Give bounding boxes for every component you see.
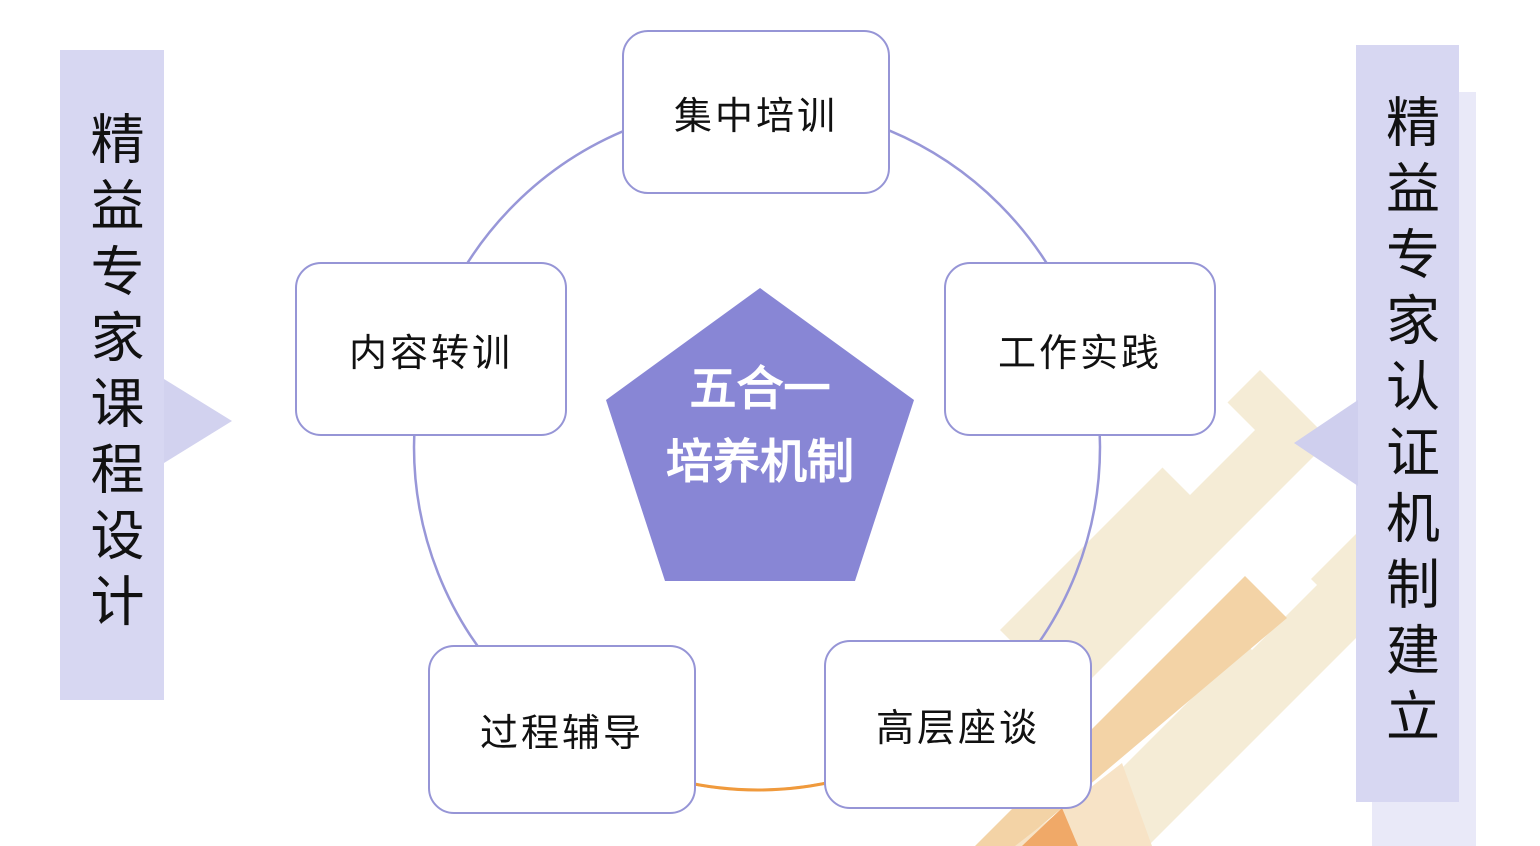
node-label: 集中培训 <box>673 95 838 138</box>
node-label: 工作实践 <box>997 332 1162 375</box>
watermark-band <box>1000 370 1330 700</box>
left-banner-label: 精益专家课程设计 <box>82 111 142 639</box>
pentagon-shape <box>606 288 914 581</box>
left-arrow-icon <box>1294 400 1358 486</box>
left-banner: 精益专家课程设计 <box>60 50 164 700</box>
pentagon-line2: 培养机制 <box>666 435 854 488</box>
node-label: 过程辅导 <box>479 713 644 755</box>
node-content-retraining: 内容转训 <box>295 262 567 436</box>
pentagon-line1: 五合一 <box>689 362 831 415</box>
node-executive-forum: 高层座谈 <box>824 640 1092 809</box>
node-work-practice: 工作实践 <box>944 262 1216 436</box>
node-label: 高层座谈 <box>875 708 1040 750</box>
watermark-band <box>1060 530 1412 846</box>
right-banner-label: 精益专家认证机制建立 <box>1377 93 1438 754</box>
right-banner: 精益专家认证机制建立 <box>1356 45 1459 802</box>
node-process-coaching: 过程辅导 <box>428 645 696 814</box>
cycle-accent-arc <box>679 778 841 792</box>
node-label: 内容转训 <box>348 332 513 375</box>
pentagon-caption: 五合一 培养机制 <box>560 352 960 498</box>
right-arrow-icon <box>164 379 232 463</box>
node-centralized-training: 集中培训 <box>622 30 890 194</box>
watermark-triangle <box>1022 808 1078 846</box>
